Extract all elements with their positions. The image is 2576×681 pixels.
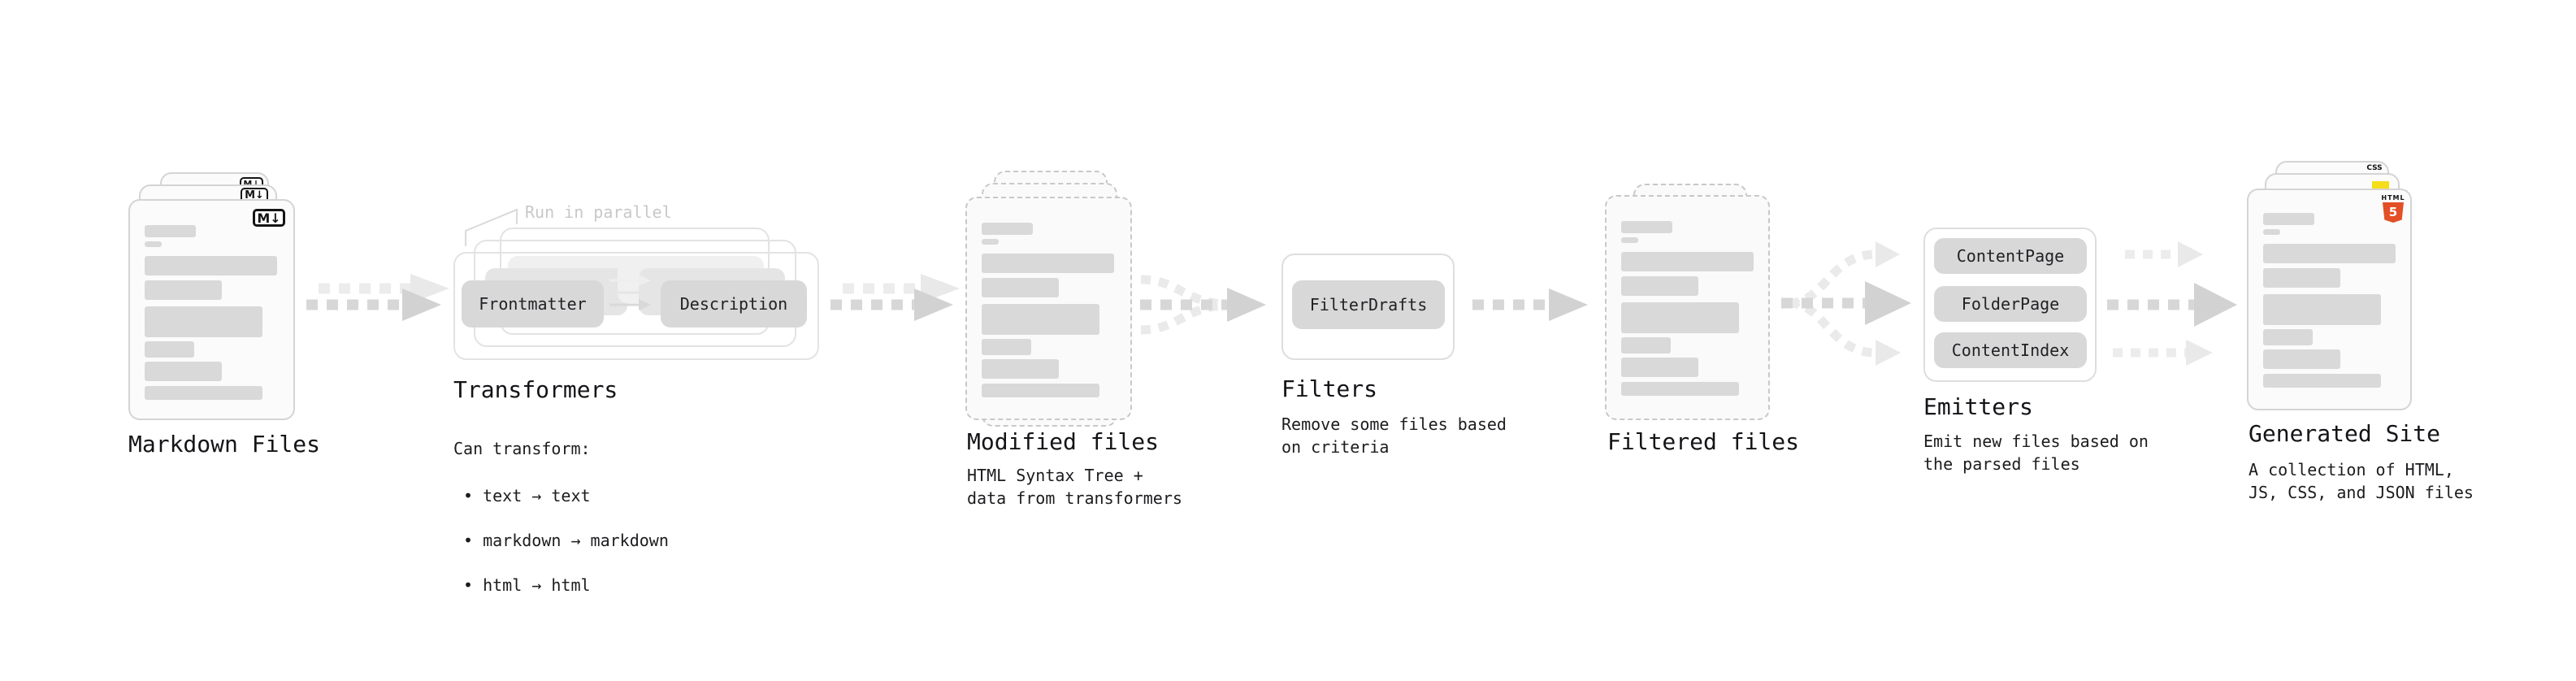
markdown-files-label: Markdown Files	[128, 431, 321, 458]
transformers-caption-title: Can transform:	[453, 439, 591, 458]
transformers-caption: Can transform: • text → text • markdown …	[453, 414, 669, 619]
document-content-placeholder	[967, 198, 1130, 402]
modified-files-label: Modified files	[967, 428, 1160, 455]
arrow-filters-to-filtered	[1472, 288, 1588, 321]
arrow-modified-to-filters-merge	[1140, 275, 1266, 335]
contentpage-node: ContentPage	[1934, 238, 2087, 274]
filters-label: Filters	[1281, 375, 1378, 402]
arrow-filtered-to-emitters-fanout	[1781, 241, 1911, 366]
html5-badge-icon: HTML 5	[2381, 194, 2405, 223]
markdown-file-card: M↓	[128, 199, 295, 420]
arrow-emitters-to-generated-middle	[2107, 283, 2237, 327]
filterdrafts-node: FilterDrafts	[1292, 280, 1445, 329]
document-content-placeholder	[2249, 190, 2410, 393]
contentindex-node: ContentIndex	[1934, 332, 2087, 368]
emitters-label: Emitters	[1923, 393, 2033, 420]
transformers-bullet: • html → html	[463, 575, 591, 595]
transformers-label: Transformers	[453, 376, 618, 403]
modified-file-card	[965, 197, 1132, 420]
generated-file-card: HTML 5	[2247, 189, 2412, 410]
filtered-file-card	[1605, 195, 1770, 420]
markdown-icon: M↓	[253, 209, 285, 227]
description-node: Description	[661, 280, 807, 327]
filters-caption: Remove some files based on criteria	[1281, 414, 1507, 457]
transformers-bullet: • text → text	[463, 486, 591, 505]
run-in-parallel-annotation: Run in parallel	[525, 202, 672, 222]
transformers-bullet: • markdown → markdown	[463, 531, 669, 550]
arrow-emitters-to-generated-bottom	[2113, 340, 2213, 366]
document-content-placeholder	[1607, 197, 1768, 401]
frontmatter-node: Frontmatter	[462, 280, 604, 327]
emitters-caption: Emit new files based on the parsed files	[1923, 432, 2149, 474]
arrow-transformers-to-modified	[830, 274, 960, 321]
document-content-placeholder	[130, 201, 293, 405]
arrow-emitters-to-generated-top	[2125, 241, 2203, 267]
generated-site-caption: A collection of HTML, JS, CSS, and JSON …	[2249, 460, 2474, 502]
arrow-markdown-to-transformers	[306, 274, 449, 321]
folderpage-node: FolderPage	[1934, 286, 2087, 322]
modified-files-caption: HTML Syntax Tree + data from transformer…	[967, 466, 1182, 508]
transformer-box	[453, 252, 819, 360]
generated-site-label: Generated Site	[2249, 420, 2441, 447]
filtered-files-label: Filtered files	[1607, 428, 1800, 455]
